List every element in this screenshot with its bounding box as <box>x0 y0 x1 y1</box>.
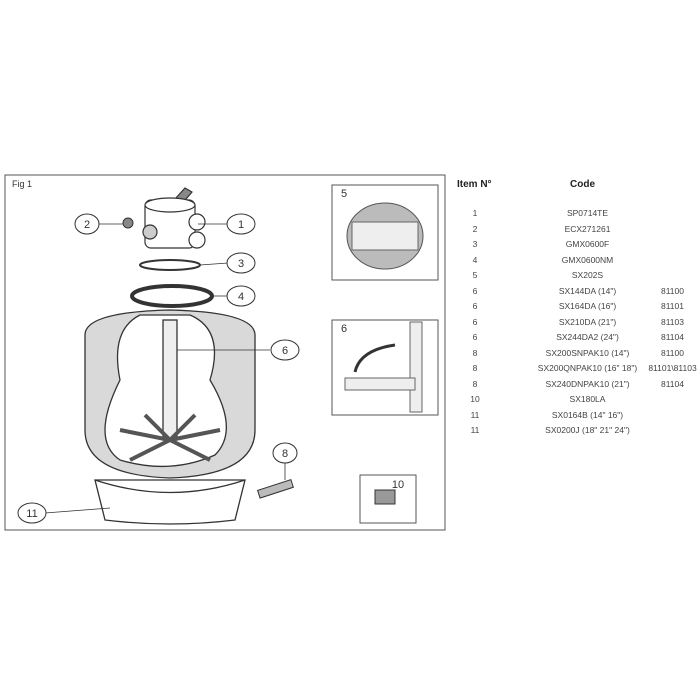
cell-code: SP0714TE <box>566 208 609 218</box>
cell-ref: 81100 <box>660 285 684 296</box>
callout-6-inset: 6 <box>341 323 347 335</box>
cell-ref: 81101\81103 <box>648 363 697 373</box>
cell-item: 11 <box>470 425 480 435</box>
table-row: 6 SX210DA (21") 81103 <box>455 317 700 331</box>
cell-item: 4 <box>472 254 478 265</box>
inset-drain-plug <box>359 474 417 524</box>
cell-item: 6 <box>472 332 478 342</box>
cell-code: SX0200J (18" 21" 24") <box>545 425 630 435</box>
cell-code: ECX271261 <box>564 223 611 234</box>
cell-code: SX144DA (14") <box>558 285 617 296</box>
cell-item: 5 <box>472 270 478 280</box>
clamp-ring <box>130 284 214 308</box>
table-row: 1 SP0714TE <box>455 208 700 222</box>
callout-6: 6 <box>282 345 288 357</box>
figure-frame <box>4 174 446 531</box>
cell-code: SX180LA <box>569 394 606 404</box>
cell-code: SX200SNPAK10 (14") <box>545 347 630 358</box>
cell-item: 2 <box>472 223 478 234</box>
table-row: 8 SX200SNPAK10 (14") 81100 <box>455 348 700 362</box>
table-row: 6 SX244DA2 (24") 81104 <box>455 332 700 346</box>
drain-lateral <box>256 479 294 499</box>
filter-tank <box>84 309 256 525</box>
table-row: 6 SX164DA (16") 81101 <box>455 301 700 315</box>
table-row: 11 SX0200J (18" 21" 24") <box>455 425 700 439</box>
cell-ref: 81103 <box>660 316 684 327</box>
cell-code: SX210DA (21") <box>558 316 617 327</box>
cell-item: 1 <box>472 208 478 218</box>
callout-11: 11 <box>26 508 37 520</box>
cell-code: SX240DNPAK10 (21") <box>545 378 630 389</box>
cell-code: SX202S <box>571 270 604 280</box>
cell-ref: 81104 <box>660 378 684 389</box>
figure-label: Fig 1 <box>12 179 33 189</box>
cell-item: 10 <box>470 394 480 404</box>
callout-10: 10 <box>392 479 404 491</box>
cell-item: 6 <box>472 301 478 311</box>
table-row: 5 SX202S <box>455 270 700 284</box>
multiport-valve <box>142 187 206 249</box>
table-row: 6 SX144DA (14") 81100 <box>455 286 700 300</box>
table-row: 2 ECX271261 <box>455 224 700 238</box>
table-row: 8 SX200QNPAK10 (16" 18") 81101\81103 <box>455 363 700 377</box>
callouts <box>17 213 300 524</box>
callout-1: 1 <box>238 219 244 231</box>
cell-code: SX0164B (14" 16") <box>551 409 624 420</box>
table-row: 4 GMX0600NM <box>455 255 700 269</box>
inset-lateral <box>331 319 439 416</box>
cell-code: SX200QNPAK10 (16" 18") <box>537 363 638 373</box>
inset-valve-top <box>331 184 439 281</box>
cell-ref: 81104 <box>660 332 684 342</box>
cell-ref: 81100 <box>660 347 684 358</box>
callout-4: 4 <box>238 291 244 303</box>
o-ring <box>139 259 201 271</box>
cell-item: 6 <box>472 285 478 296</box>
cell-item: 11 <box>470 409 480 420</box>
cell-ref: 81101 <box>660 301 684 311</box>
cell-item: 8 <box>472 363 478 373</box>
callout-8: 8 <box>282 448 288 460</box>
cell-item: 3 <box>472 239 478 249</box>
table-row: 3 GMX0600F <box>455 239 700 253</box>
cell-item: 6 <box>472 316 478 327</box>
cell-code: GMX0600NM <box>561 254 614 265</box>
table-row: 10 SX180LA <box>455 394 700 408</box>
cell-code: SX164DA (16") <box>558 301 617 311</box>
cell-item: 8 <box>472 347 478 358</box>
cell-code: SX244DA2 (24") <box>556 332 619 342</box>
callout-2: 2 <box>84 219 90 231</box>
table-row: 8 SX240DNPAK10 (21") 81104 <box>455 379 700 393</box>
header-item: Item N° <box>457 179 492 190</box>
callout-5: 5 <box>341 188 347 200</box>
pressure-gauge <box>122 217 134 229</box>
cell-item: 8 <box>472 378 478 389</box>
callout-3: 3 <box>238 258 244 270</box>
header-code: Code <box>570 179 595 190</box>
table-row: 11 SX0164B (14" 16") <box>455 410 700 424</box>
cell-code: GMX0600F <box>565 239 610 249</box>
